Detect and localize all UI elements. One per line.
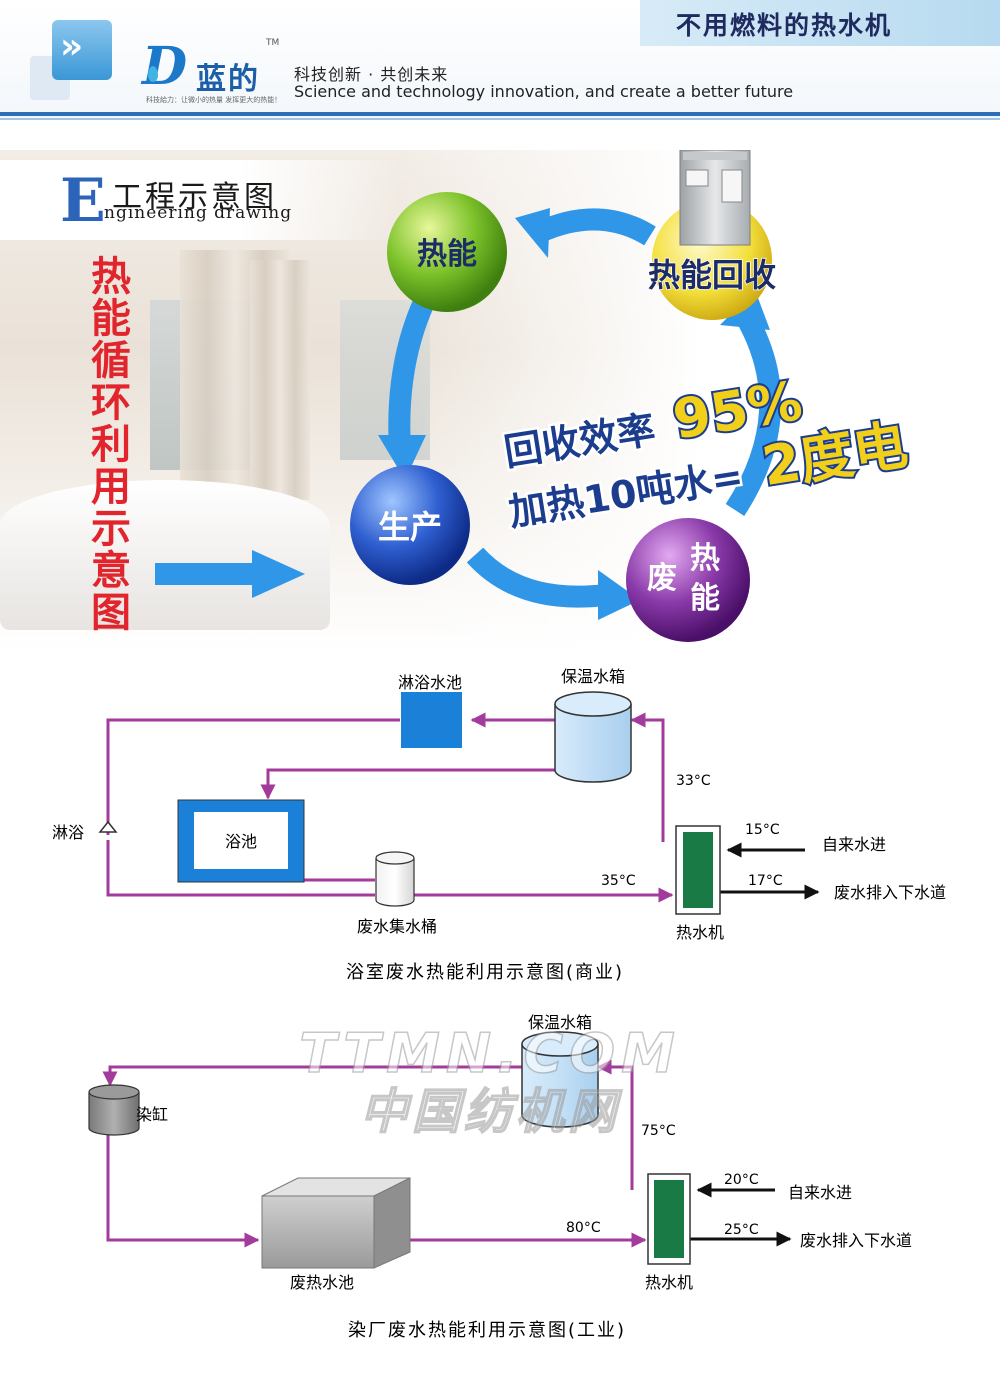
heat-circle [387, 192, 507, 312]
water-lines-1 [718, 842, 820, 900]
arrowhead-3 [598, 570, 640, 620]
caption-1: 浴室废水热能利用示意图(商业) [346, 962, 624, 983]
brand-logo-mark: D [142, 36, 188, 97]
insulated-tank-label-1: 保温水箱 [561, 667, 625, 686]
temp-15: 15°C [745, 822, 780, 838]
double-chevron-icon: » [60, 26, 84, 67]
arrow-waste-to-recovery [725, 309, 782, 516]
pipe-vat-to-pool [106, 1135, 260, 1248]
caption-2: 染厂废水热能利用示意图(工业) [348, 1320, 626, 1341]
pipe-heater-to-tank [630, 712, 665, 842]
bath-pool-label: 浴池 [225, 832, 257, 851]
recovery-label: 热能回收 [648, 256, 776, 294]
heat-cycle-graphic: 热能 热能回收 生产 废 热 能 回收效率 95% 加热10吨水= 2度电 [155, 150, 914, 642]
shower-pool-box [401, 692, 462, 748]
cycle-arrows [388, 208, 782, 608]
waste-label-a: 废 [647, 561, 677, 596]
pipe-tank-to-bath [260, 768, 555, 800]
shower-head-icon [98, 820, 118, 833]
slogan-en: Science and technology innovation, and c… [294, 82, 794, 101]
waste-label-b: 热 [690, 541, 720, 576]
waste-heat-pool [261, 1177, 411, 1269]
tagline-band [640, 0, 1000, 46]
temp-17: 17°C [748, 873, 783, 889]
cycle-arrowheads [378, 208, 770, 620]
pipe-pool-to-shower [106, 718, 400, 835]
tap-in-label-1: 自来水进 [822, 835, 886, 854]
pipes-2 [102, 1059, 647, 1248]
pipe-heater-to-tank [596, 1059, 634, 1190]
efficiency-text: 回收效率 95% 加热10吨水= 2度电 [499, 367, 914, 537]
input-arrowhead [252, 550, 305, 598]
arrowhead-2 [378, 435, 426, 480]
input-arrow-shaft [155, 563, 255, 585]
heat-pump-machine [679, 150, 751, 246]
logo-square [52, 20, 112, 80]
waste-bucket-label: 废水集水桶 [357, 917, 437, 936]
shower-pool-label: 淋浴水池 [398, 673, 462, 692]
tap-in-label-2: 自来水进 [788, 1183, 852, 1202]
arrow-heat-to-production [388, 295, 436, 451]
vertical-title: 热能循环利用示意图 [84, 255, 130, 633]
water-lines-2 [690, 1182, 792, 1247]
temp-75: 75°C [641, 1123, 676, 1139]
water-drop-icon [148, 66, 158, 82]
bathroom-diagram: 淋浴水池 保温水箱 淋浴 浴池 废水集水桶 热水机 自来水进 废水排入下水道 3… [52, 667, 946, 983]
temp-33: 33°C [676, 773, 711, 789]
tagline: 不用燃料的热水机 [676, 11, 893, 40]
insulated-tank-1 [554, 691, 632, 783]
production-circle [350, 465, 470, 585]
watermark-line1: TTMN.COM [299, 1022, 681, 1085]
dye-vat-label: 染缸 [136, 1105, 168, 1124]
heater-label-2: 热水机 [645, 1273, 693, 1292]
insulated-tank-2 [521, 1031, 599, 1128]
production-label: 生产 [378, 508, 442, 546]
section-title-en: ngineering drawing [104, 203, 293, 223]
drain-out-label-2: 废水排入下水道 [800, 1231, 912, 1250]
heater-label-1: 热水机 [676, 923, 724, 942]
heater-2 [647, 1173, 691, 1265]
arrow-production-to-waste [466, 547, 607, 608]
dye-vat [88, 1084, 140, 1136]
arrowhead-1 [515, 208, 550, 258]
title-letter: E [60, 166, 106, 236]
waste-bucket-1 [375, 851, 415, 907]
efficiency-line1-prefix: 回收效率 [501, 407, 658, 474]
pipe-tank-to-vat [102, 1065, 522, 1087]
arrow-recovery-to-heat [535, 208, 656, 246]
shower-label: 淋浴 [52, 823, 84, 842]
heater-1 [675, 825, 721, 915]
waste-heat-circle [626, 518, 750, 642]
insulated-tank-label-2: 保温水箱 [528, 1013, 592, 1032]
temp-20: 20°C [724, 1172, 759, 1188]
bath-pool-1 [177, 799, 305, 883]
watermark: TTMN.COM 中国纺机网 [298, 1021, 681, 1141]
slogan-cn: 科技创新 · 共创未来 [294, 65, 449, 84]
heat-label: 热能 [417, 237, 477, 272]
brand-name: 蓝的 [196, 62, 260, 97]
temp-25: 25°C [724, 1222, 759, 1238]
temp-35: 35°C [601, 873, 636, 889]
header-rule-thin [0, 118, 1000, 120]
drain-out-label-1: 废水排入下水道 [834, 883, 946, 902]
pipe-shower-to-bucket [106, 840, 375, 897]
watermark-line2: 中国纺机网 [360, 1084, 623, 1140]
temp-80: 80°C [566, 1220, 601, 1236]
title-band [0, 160, 400, 240]
header-rule [0, 112, 1000, 116]
trademark: TM [266, 38, 280, 48]
pipes-1 [106, 712, 674, 903]
dye-factory-diagram: 保温水箱 染缸 废热水池 热水机 自来水进 废水排入下水道 75°C 20°C … [88, 1013, 912, 1341]
section-title-cn: 工程示意图 [112, 180, 277, 215]
waste-label-c: 能 [690, 581, 720, 616]
waste-pool-label: 废热水池 [290, 1273, 354, 1292]
brand-small-slogan: 科技給力：让微小的热量 发挥更大的热能！ [146, 96, 282, 104]
